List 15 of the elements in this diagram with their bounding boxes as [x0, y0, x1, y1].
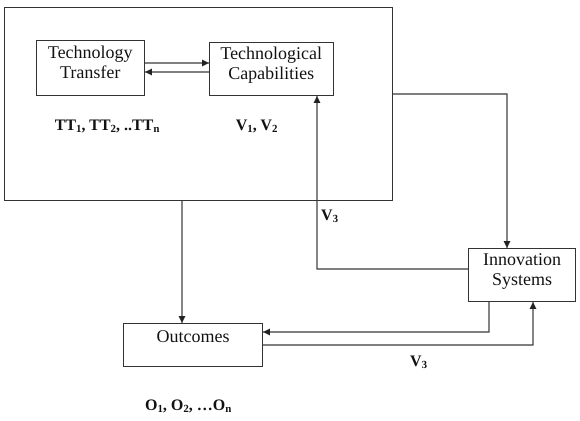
variable-label: TT$_{1}$, TT$_{2}$, ..TT$_{n}$	[54, 116, 160, 135]
arrow	[263, 302, 536, 346]
process-box: Outcomes	[123, 323, 263, 367]
arrow	[178, 201, 186, 323]
variable-label: V$_{1}$, V$_{2}$	[236, 116, 278, 135]
process-box: Innovation Systems	[468, 248, 576, 302]
arrow	[314, 96, 468, 270]
process-box: Technology Transfer	[36, 40, 145, 96]
variable-label: O$_{1}$, O$_{2}$, …O$_{n}$	[145, 396, 232, 415]
arrow	[145, 68, 209, 76]
arrow	[145, 60, 209, 66]
arrow	[263, 302, 490, 336]
boundary-box	[4, 7, 393, 201]
process-box: Technological Capabilities	[208, 42, 334, 96]
arrow	[393, 93, 510, 248]
